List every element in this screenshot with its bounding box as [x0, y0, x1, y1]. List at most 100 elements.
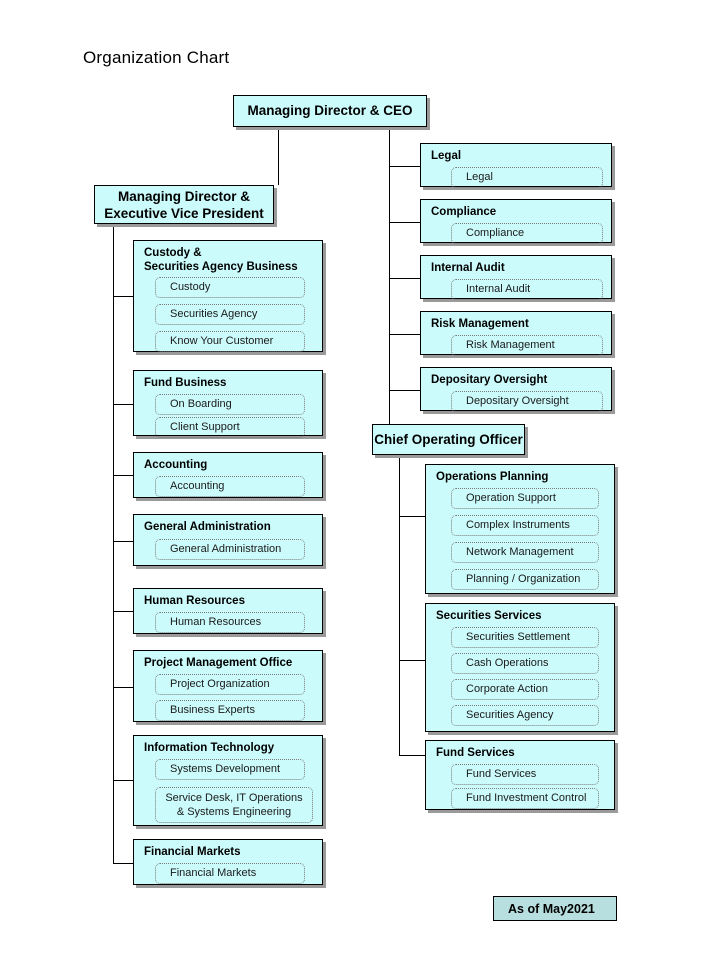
exec-box-coo[interactable]: Chief Operating Officer	[372, 424, 525, 455]
sub-item[interactable]: Human Resources	[155, 611, 305, 633]
sub-item-list: Depositary Oversight	[429, 390, 603, 412]
sub-item[interactable]: Systems Development	[155, 758, 305, 780]
sub-item-list: General Administration	[142, 538, 314, 560]
sub-item-list: Operation Support Complex Instruments Ne…	[434, 487, 606, 590]
dept-title: Information Technology	[144, 742, 275, 754]
dept-title: Financial Markets	[144, 846, 241, 858]
connector-stub-human-resources	[113, 611, 134, 612]
dept-box-fund-business[interactable]: Fund Business On Boarding Client Support	[133, 370, 323, 438]
sub-item[interactable]: Custody	[155, 277, 305, 298]
connector-stub-securities-services	[399, 660, 426, 661]
sub-item[interactable]: Cash Operations	[451, 652, 599, 674]
dept-title: Operations Planning	[436, 471, 549, 483]
as-of-date-label: As of May2021	[508, 901, 595, 916]
dept-title: Project Management Office	[144, 657, 293, 669]
connector-stub-risk-management	[389, 334, 421, 335]
sub-item[interactable]: Depositary Oversight	[451, 390, 603, 412]
dept-box-legal[interactable]: Legal Legal	[420, 143, 612, 188]
dept-title: General Administration	[144, 521, 271, 533]
dept-box-securities-services[interactable]: Securities Services Securities Settlemen…	[425, 603, 615, 732]
connector-stub-fund-business	[113, 404, 134, 405]
connector-stub-depositary-oversight	[389, 390, 421, 391]
dept-box-depositary-oversight[interactable]: Depositary Oversight Depositary Oversigh…	[420, 367, 612, 412]
connector-stub-accounting	[113, 475, 134, 476]
sub-item-list: Fund Services Fund Investment Control	[434, 763, 606, 809]
as-of-date-badge: As of May2021	[493, 896, 617, 921]
sub-item[interactable]: Planning / Organization	[451, 568, 599, 590]
exec-box-ceo[interactable]: Managing Director & CEO	[233, 95, 427, 127]
sub-item[interactable]: Accounting	[155, 475, 305, 497]
sub-item-list: Project Organization Business Experts	[142, 673, 314, 721]
sub-item[interactable]: Compliance	[451, 222, 603, 244]
exec-label-coo: Chief Operating Officer	[374, 431, 523, 447]
exec-label-ceo: Managing Director & CEO	[247, 103, 413, 118]
dept-title: Fund Services	[436, 747, 515, 759]
sub-item[interactable]: Internal Audit	[451, 278, 603, 300]
connector-ceo-right-trunk	[389, 127, 390, 425]
sub-item[interactable]: Financial Markets	[155, 862, 305, 884]
dept-title: Human Resources	[144, 595, 245, 607]
sub-item[interactable]: Legal	[451, 166, 603, 188]
sub-item-list: Financial Markets	[142, 862, 314, 884]
sub-item[interactable]: Risk Management	[451, 334, 603, 356]
connector-coo-trunk	[399, 455, 400, 755]
connector-stub-information-technology	[113, 780, 134, 781]
connector-stub-legal	[389, 166, 421, 167]
dept-box-human-resources[interactable]: Human Resources Human Resources	[133, 588, 323, 634]
dept-box-accounting[interactable]: Accounting Accounting	[133, 452, 323, 498]
sub-item[interactable]: Operation Support	[451, 487, 599, 509]
sub-item-list: Systems Development Service Desk, IT Ope…	[142, 758, 314, 823]
dept-box-financial-markets[interactable]: Financial Markets Financial Markets	[133, 839, 323, 885]
sub-item-list: On Boarding Client Support	[142, 393, 314, 438]
dept-box-fund-services[interactable]: Fund Services Fund Services Fund Investm…	[425, 740, 615, 810]
exec-label-md-evp: Managing Director & Executive Vice Presi…	[104, 188, 264, 221]
sub-item[interactable]: Business Experts	[155, 699, 305, 721]
sub-item-list: Internal Audit	[429, 278, 603, 300]
sub-item[interactable]: General Administration	[155, 538, 305, 560]
dept-title: Fund Business	[144, 377, 227, 389]
sub-item[interactable]: Securities Settlement	[451, 626, 599, 648]
sub-item[interactable]: Project Organization	[155, 673, 305, 695]
sub-item-list: Human Resources	[142, 611, 314, 633]
sub-item[interactable]: Client Support	[155, 416, 305, 438]
dept-box-compliance[interactable]: Compliance Compliance	[420, 199, 612, 244]
connector-stub-general-administration	[113, 541, 134, 542]
sub-item-list: Securities Settlement Cash Operations Co…	[434, 626, 606, 726]
connector-ceo-left-trunk	[278, 127, 279, 185]
connector-stub-operations-planning	[399, 516, 426, 517]
sub-item[interactable]: Network Management	[451, 541, 599, 563]
connector-stub-compliance	[389, 222, 421, 223]
sub-item[interactable]: Complex Instruments	[451, 514, 599, 536]
sub-item[interactable]: On Boarding	[155, 393, 305, 415]
sub-item-list: Accounting	[142, 475, 314, 497]
sub-item[interactable]: Corporate Action	[451, 678, 599, 700]
dept-box-internal-audit[interactable]: Internal Audit Internal Audit	[420, 255, 612, 300]
dept-title: Risk Management	[431, 318, 529, 330]
sub-item-list: Custody Securities Agency Know Your Cust…	[142, 277, 314, 352]
dept-title: Compliance	[431, 206, 497, 218]
connector-stub-pmo	[113, 687, 134, 688]
sub-item[interactable]: Securities Agency	[451, 704, 599, 726]
sub-item[interactable]: Fund Services	[451, 763, 599, 785]
dept-box-general-administration[interactable]: General Administration General Administr…	[133, 514, 323, 566]
dept-title: Internal Audit	[431, 262, 505, 274]
dept-title: Legal	[431, 150, 462, 162]
dept-box-project-management-office[interactable]: Project Management Office Project Organi…	[133, 650, 323, 722]
sub-item[interactable]: Fund Investment Control	[451, 787, 599, 809]
sub-item[interactable]: Service Desk, IT Operations & Systems En…	[155, 786, 313, 823]
dept-box-information-technology[interactable]: Information Technology Systems Developme…	[133, 735, 323, 826]
sub-item-list: Compliance	[429, 222, 603, 244]
exec-box-md-evp[interactable]: Managing Director & Executive Vice Presi…	[94, 185, 274, 224]
dept-box-custody-securities-agency-business[interactable]: Custody & Securities Agency Business Cus…	[133, 240, 323, 352]
dept-box-operations-planning[interactable]: Operations Planning Operation Support Co…	[425, 464, 615, 594]
page-title: Organization Chart	[83, 48, 230, 67]
sub-item[interactable]: Securities Agency	[155, 304, 305, 325]
connector-stub-financial-markets	[113, 863, 134, 864]
dept-title: Custody & Securities Agency Business	[144, 247, 298, 273]
sub-item[interactable]: Know Your Customer	[155, 331, 305, 352]
connector-stub-internal-audit	[389, 278, 421, 279]
dept-title: Accounting	[144, 459, 208, 471]
connector-stub-custody	[113, 296, 134, 297]
dept-box-risk-management[interactable]: Risk Management Risk Management	[420, 311, 612, 356]
